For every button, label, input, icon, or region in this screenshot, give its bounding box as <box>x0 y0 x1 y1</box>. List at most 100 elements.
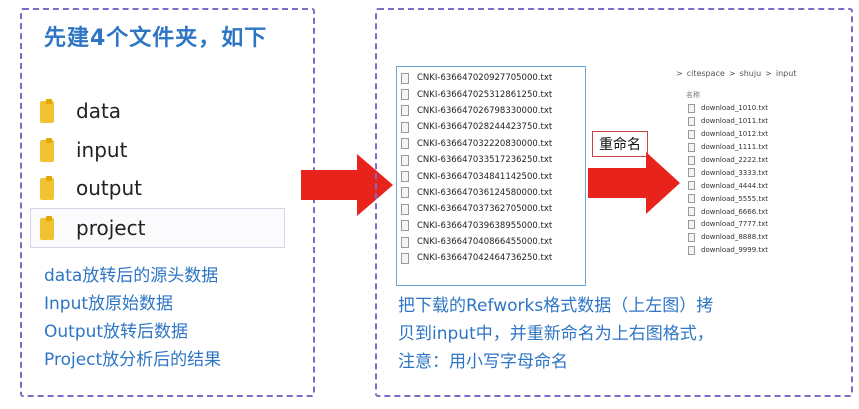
folder-icon <box>40 137 54 162</box>
instruction-line: 把下载的Refworks格式数据（上左图）拷 <box>398 296 714 316</box>
file-name: download_1010.txt <box>701 104 769 113</box>
list-item[interactable]: CNKI-636647025312861250.txt <box>397 86 585 102</box>
file-name: CNKI-636647020927705000.txt <box>417 73 553 84</box>
list-item[interactable]: download_9999.txt <box>676 244 836 257</box>
left-title: 先建4个文件夹，如下 <box>44 26 268 51</box>
list-item[interactable]: CNKI-636647036124580000.txt <box>397 185 585 201</box>
folder-item-data[interactable]: data <box>40 92 300 131</box>
list-item[interactable]: download_5555.txt <box>676 192 836 205</box>
folder-item-project[interactable]: project <box>30 207 285 248</box>
cnki-file-list: CNKI-636647020927705000.txt CNKI-6366470… <box>396 66 586 286</box>
note-line: data放转后的源头数据 <box>44 266 219 286</box>
folder-item-output[interactable]: output <box>40 169 300 208</box>
breadcrumb-separator: > <box>728 68 736 78</box>
list-item[interactable]: CNKI-636647042464736250.txt <box>397 250 585 266</box>
text-file-icon <box>688 181 695 191</box>
text-file-icon <box>401 89 409 101</box>
right-panel <box>375 8 853 397</box>
text-file-icon <box>401 252 409 264</box>
text-file-icon <box>688 232 695 242</box>
list-item[interactable]: download_3333.txt <box>676 166 836 179</box>
folder-name: input <box>76 137 128 162</box>
folder-list: data input output project <box>30 92 300 248</box>
breadcrumb-separator: > <box>676 68 683 78</box>
text-file-icon <box>401 236 409 248</box>
text-file-icon <box>688 116 695 126</box>
list-item[interactable]: CNKI-636647020927705000.txt <box>397 70 585 86</box>
file-name: download_4444.txt <box>701 181 769 190</box>
file-name: CNKI-636647033517236250.txt <box>417 155 553 166</box>
right-arrow-icon <box>301 154 393 216</box>
text-file-icon <box>401 105 409 117</box>
breadcrumb: > citespace > shuju > input <box>676 66 836 80</box>
text-file-icon <box>688 219 695 229</box>
text-file-icon <box>688 168 695 178</box>
text-file-icon <box>401 138 409 150</box>
list-item[interactable]: CNKI-636647032220830000.txt <box>397 136 585 152</box>
file-name: download_2222.txt <box>701 156 769 164</box>
file-name: download_1012.txt <box>701 130 769 139</box>
list-item[interactable]: CNKI-636647028244423750.txt <box>397 119 585 135</box>
text-file-icon <box>688 245 695 255</box>
text-file-icon <box>401 154 409 166</box>
column-header-name[interactable]: 名称 <box>686 91 700 99</box>
folder-name: project <box>76 215 146 240</box>
text-file-icon <box>401 220 409 232</box>
list-item[interactable]: CNKI-636647040866455000.txt <box>397 234 585 250</box>
list-item[interactable]: CNKI-636647034841142500.txt <box>397 168 585 184</box>
file-name: download_8888.txt <box>701 233 769 242</box>
folder-icon <box>40 215 54 240</box>
instructions-text: 把下载的Refworks格式数据（上左图）拷 贝到input中，并重新命名为上右… <box>398 292 838 376</box>
list-item[interactable]: download_1111.txt <box>676 141 836 154</box>
file-name: CNKI-636647037362705000.txt <box>417 204 553 215</box>
file-name: CNKI-636647042464736250.txt <box>417 253 553 264</box>
list-item[interactable]: download_6666.txt <box>676 205 836 218</box>
list-item[interactable]: download_8888.txt <box>676 231 836 244</box>
list-item[interactable]: download_4444.txt <box>676 179 836 192</box>
text-file-icon <box>401 72 409 84</box>
breadcrumb-item-shuju[interactable]: shuju <box>739 68 762 78</box>
file-name: download_7777.txt <box>701 220 769 229</box>
right-arrow-icon <box>588 152 680 214</box>
file-name: download_1111.txt <box>701 143 769 152</box>
text-file-icon <box>688 103 695 113</box>
note-line: Input放原始数据 <box>44 294 174 314</box>
instruction-line: 贝到input中，并重新命名为上右图格式， <box>398 324 714 344</box>
file-name: CNKI-636647028244423750.txt <box>417 122 553 133</box>
instruction-line: 注意：用小写字母命名 <box>398 352 568 372</box>
text-file-icon <box>401 171 409 183</box>
list-item[interactable]: CNKI-636647037362705000.txt <box>397 201 585 217</box>
file-name: download_1011.txt <box>701 117 769 126</box>
list-item[interactable]: CNKI-636647039638955000.txt <box>397 218 585 234</box>
text-file-icon <box>688 155 695 165</box>
rename-label: 重命名 <box>592 131 648 157</box>
list-item[interactable]: CNKI-636647026798330000.txt <box>397 103 585 119</box>
folder-icon <box>40 99 54 124</box>
left-panel <box>20 8 315 397</box>
folder-name: output <box>76 176 142 201</box>
text-file-icon <box>401 203 409 215</box>
list-item[interactable]: download_2222.txt <box>676 154 836 167</box>
file-name: download_6666.txt <box>701 207 769 216</box>
breadcrumb-item-citespace[interactable]: citespace <box>686 68 725 78</box>
file-name: CNKI-636647036124580000.txt <box>417 187 553 198</box>
breadcrumb-item-input[interactable]: input <box>775 68 797 78</box>
list-item[interactable]: download_1012.txt <box>676 128 836 141</box>
breadcrumb-separator: > <box>765 68 772 78</box>
list-item[interactable]: CNKI-636647033517236250.txt <box>397 152 585 168</box>
file-name: download_9999.txt <box>701 246 769 255</box>
file-name: download_3333.txt <box>701 168 769 177</box>
list-item[interactable]: download_1011.txt <box>676 115 836 128</box>
note-line: Project放分析后的结果 <box>44 350 222 370</box>
file-name: CNKI-636647040866455000.txt <box>417 237 553 248</box>
list-item[interactable]: download_7777.txt <box>676 218 836 231</box>
file-name: download_5555.txt <box>701 194 769 203</box>
file-name: CNKI-636647032220830000.txt <box>417 138 553 149</box>
file-name: CNKI-636647039638955000.txt <box>417 220 553 231</box>
list-item[interactable]: download_1010.txt <box>676 102 836 115</box>
folder-item-input[interactable]: input <box>40 131 300 170</box>
folder-icon <box>40 176 54 201</box>
file-name: CNKI-636647026798330000.txt <box>417 105 553 116</box>
text-file-icon <box>401 121 409 133</box>
note-line: Output放转后数据 <box>44 322 189 342</box>
